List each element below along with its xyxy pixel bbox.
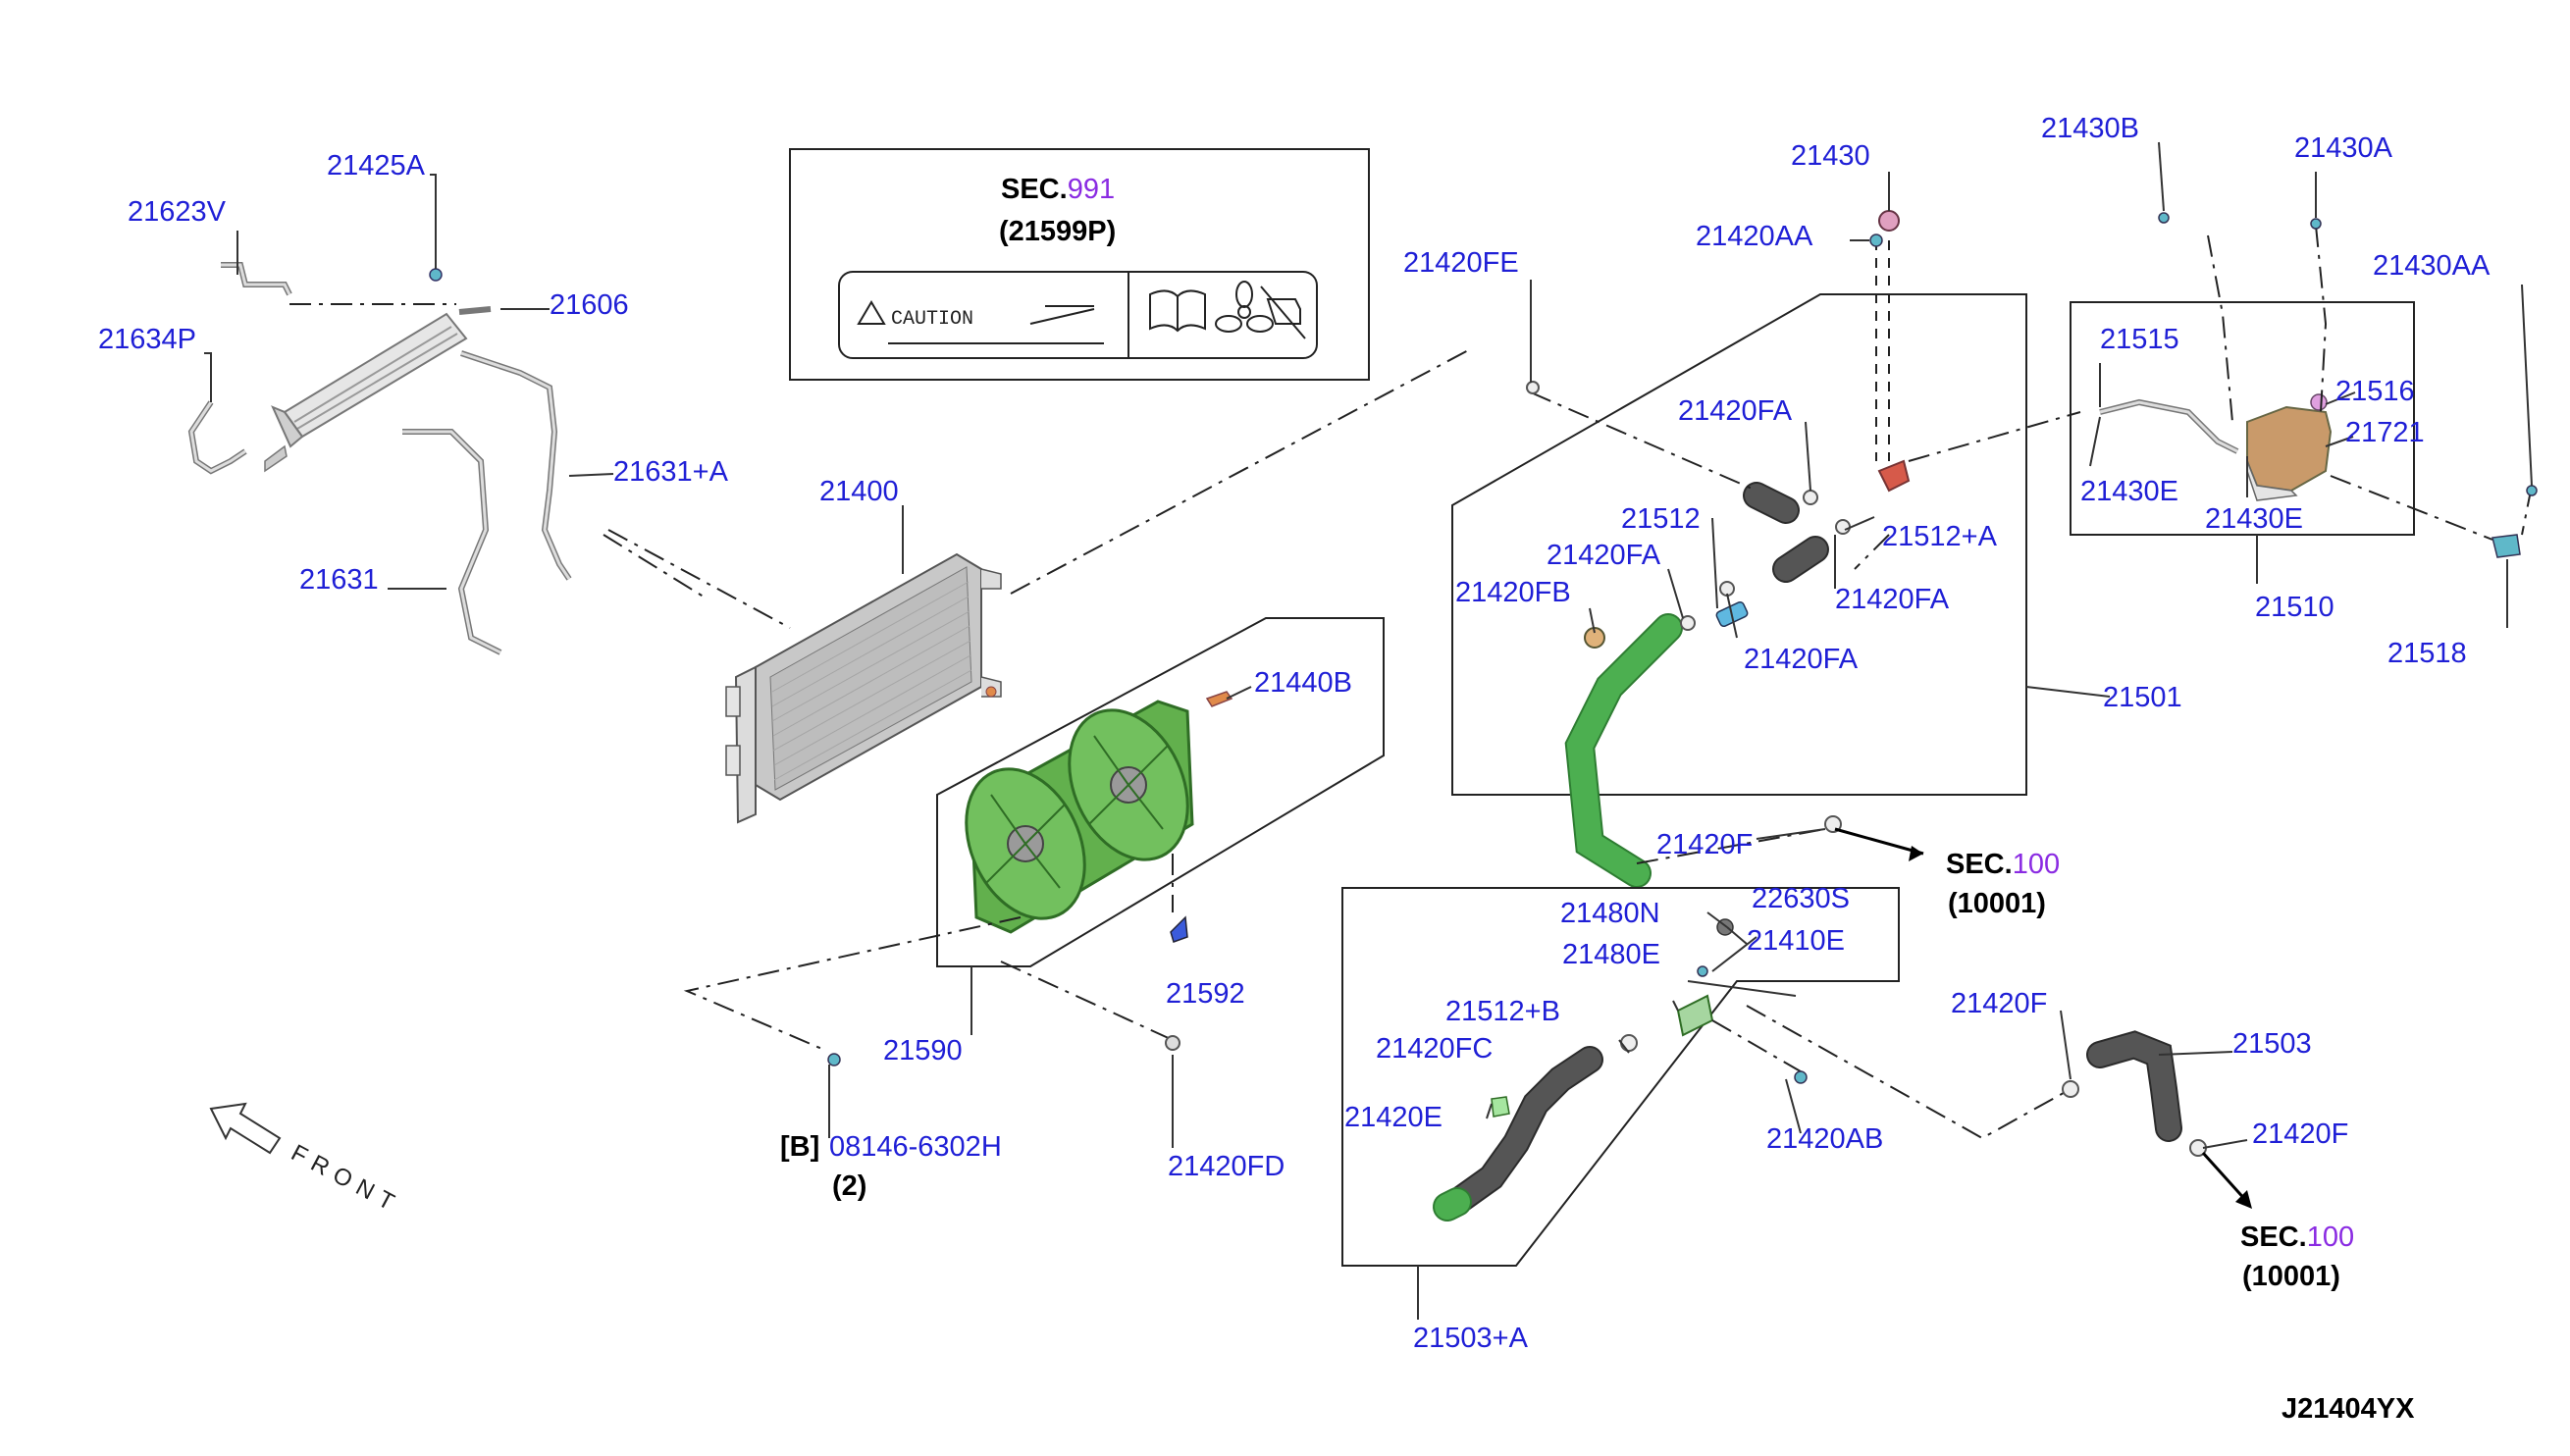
part-label: 21420FA bbox=[1678, 395, 1793, 427]
part-label: 21631+A bbox=[613, 456, 729, 488]
part-label: 21623V bbox=[128, 196, 227, 228]
part-label: 21420FB bbox=[1455, 577, 1571, 608]
part-label: 21420AA bbox=[1696, 221, 1813, 252]
sec100-ref-lower: SEC.100 (10001) bbox=[2240, 1222, 2354, 1292]
manual-book-icon bbox=[1149, 289, 1206, 333]
part-label: 21510 bbox=[2255, 592, 2334, 623]
svg-text:SEC.100: SEC.100 bbox=[1946, 849, 2060, 880]
part-label: 21420FA bbox=[1744, 644, 1859, 675]
leader-lines bbox=[204, 141, 2533, 1320]
oil-cooler bbox=[264, 312, 468, 473]
part-label: 21430A bbox=[2294, 132, 2393, 164]
front-arrow-icon bbox=[209, 1102, 282, 1155]
fan-shroud bbox=[965, 700, 1194, 934]
part-label: 21512+A bbox=[1882, 521, 1998, 552]
part-label: 21400 bbox=[819, 476, 899, 507]
quantity: (2) bbox=[832, 1170, 866, 1202]
resistor-icon bbox=[1170, 915, 1188, 943]
part-label: 21592 bbox=[1166, 978, 1245, 1010]
part-label: 21430 bbox=[1791, 140, 1870, 172]
part-label: 21420FE bbox=[1403, 247, 1519, 279]
part-label: 21634P bbox=[98, 324, 196, 355]
caution-label-callout: SEC.991 (21599P) CAUTION bbox=[789, 148, 1370, 381]
part-label: 21425A bbox=[327, 150, 426, 182]
part-label: 21512+B bbox=[1445, 996, 1560, 1027]
svg-text:SEC.100: SEC.100 bbox=[2240, 1222, 2354, 1253]
radiator bbox=[725, 552, 1002, 824]
caution-text: CAUTION bbox=[891, 308, 973, 331]
part-label: 21420F bbox=[1951, 988, 2047, 1019]
part-label: 21501 bbox=[2103, 682, 2182, 713]
part-label: 21420F bbox=[2252, 1118, 2348, 1150]
part-label: 21430E bbox=[2080, 476, 2178, 507]
svg-text:(10001): (10001) bbox=[1948, 888, 2046, 919]
caution-label bbox=[838, 271, 1318, 359]
part-label: 21430AA bbox=[2373, 250, 2491, 282]
part-label: 21430E bbox=[2205, 503, 2303, 535]
warning-icon bbox=[857, 300, 886, 325]
coolant-reservoir bbox=[2246, 405, 2333, 501]
part-label: 21420FA bbox=[1547, 540, 1661, 571]
front-label: FRONT bbox=[287, 1139, 405, 1219]
sec100-ref-upper: SEC.100 (10001) bbox=[1946, 849, 2060, 919]
part-label: 21420FA bbox=[1835, 584, 1950, 615]
part-label: 21512 bbox=[1621, 503, 1701, 535]
part-label: 21606 bbox=[550, 289, 629, 321]
fan-hand-icon bbox=[1215, 281, 1306, 339]
upper-hose-group bbox=[1451, 293, 2027, 888]
part-label: 21515 bbox=[2100, 324, 2179, 355]
sec991-part: (21599P) bbox=[999, 216, 1116, 247]
part-label: 21420FD bbox=[1168, 1151, 1285, 1182]
part-label: 21503+A bbox=[1413, 1323, 1529, 1354]
ref-b: [B] bbox=[780, 1131, 819, 1163]
part-label: 21430B bbox=[2041, 113, 2139, 144]
drawing-id: J21404YX bbox=[2282, 1393, 2415, 1425]
svg-text:(10001): (10001) bbox=[2242, 1261, 2340, 1292]
hose-21503 bbox=[2062, 1030, 2207, 1157]
part-label: 21516 bbox=[2335, 376, 2415, 407]
part-label: 21420FC bbox=[1376, 1033, 1493, 1065]
drain-plug-icon bbox=[429, 268, 443, 282]
part-label: 21420E bbox=[1344, 1102, 1442, 1133]
part-label: 21721 bbox=[2345, 417, 2425, 448]
part-label: 21440B bbox=[1254, 667, 1352, 699]
part-label: 21631 bbox=[299, 564, 379, 596]
part-labels: 21425A 21623V 21606 21634P 21631+A 21631… bbox=[98, 113, 2491, 1354]
sec991-ref: SEC.991 bbox=[1001, 174, 1115, 205]
fan-shroud-group bbox=[936, 617, 1385, 967]
part-label: 21480E bbox=[1562, 939, 1660, 970]
part-label: 21480N bbox=[1560, 898, 1660, 929]
part-label: 21518 bbox=[2387, 638, 2467, 669]
part-label: 21503 bbox=[2232, 1028, 2312, 1060]
part-label: 08146-6302H bbox=[829, 1131, 1002, 1163]
oil-cooler-group bbox=[187, 262, 708, 655]
part-label: 21420AB bbox=[1766, 1123, 1883, 1155]
part-label: 21420F bbox=[1656, 829, 1753, 860]
part-label: 21590 bbox=[883, 1035, 963, 1066]
part-label: 21410E bbox=[1747, 925, 1845, 957]
lower-hose-group bbox=[1341, 887, 1900, 1267]
part-label: 22630S bbox=[1752, 883, 1850, 914]
